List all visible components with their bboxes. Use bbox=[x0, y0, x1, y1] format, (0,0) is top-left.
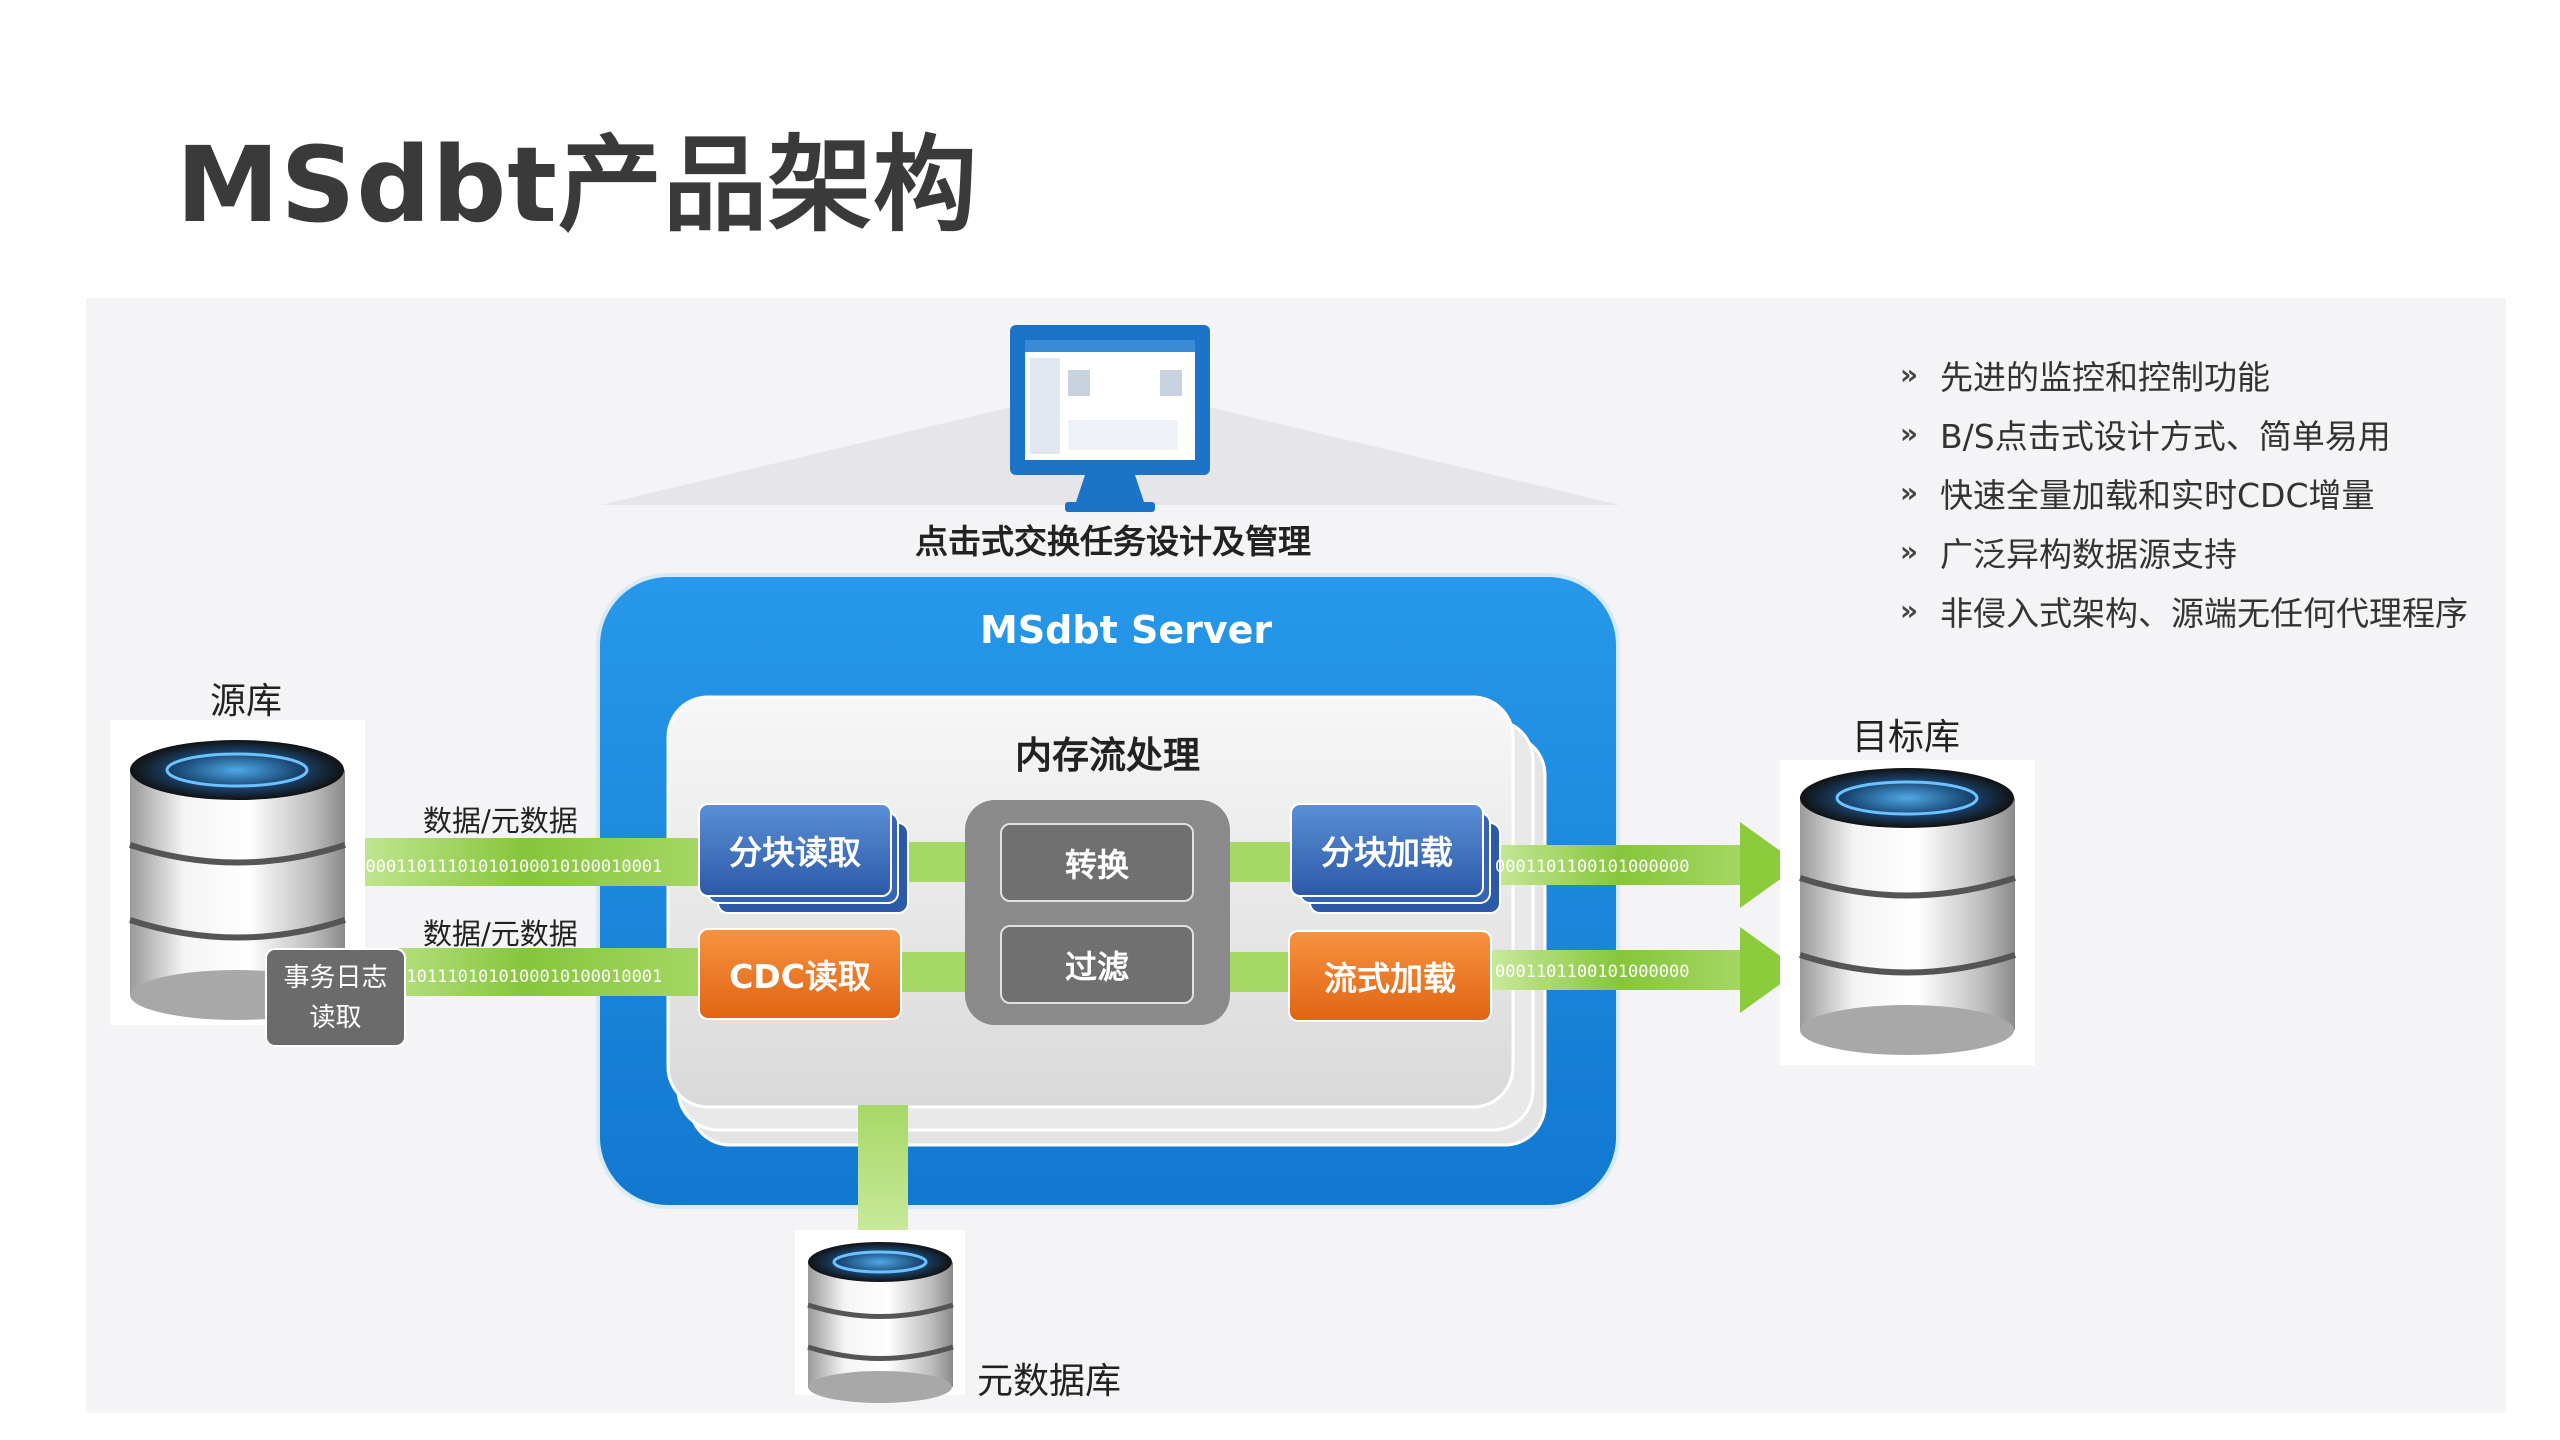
inner-flow-4 bbox=[1225, 952, 1290, 992]
flow-label-bottom: 数据/元数据 bbox=[423, 917, 578, 951]
inner-flow-3 bbox=[1225, 842, 1290, 882]
feature-item: » 先进的监控和控制功能 bbox=[1900, 345, 2468, 404]
console-monitor-icon bbox=[1010, 325, 1210, 512]
transform-box: 转换 bbox=[1000, 823, 1194, 902]
metadata-flow bbox=[858, 1105, 908, 1235]
feature-item: » B/S点击式设计方式、简单易用 bbox=[1900, 404, 2468, 463]
feature-text: B/S点击式设计方式、简单易用 bbox=[1940, 416, 2391, 456]
chevron-right-icon: » bbox=[1900, 535, 1919, 568]
target-db-label: 目标库 bbox=[1852, 717, 1961, 758]
metadata-db-icon bbox=[795, 1230, 965, 1403]
source-db-label: 源库 bbox=[210, 681, 283, 722]
target-db-icon bbox=[1780, 760, 2035, 1065]
feature-item: » 快速全量加载和实时CDC增量 bbox=[1900, 463, 2468, 522]
source-flow-top bbox=[340, 838, 710, 886]
feature-item: » 非侵入式架构、源端无任何代理程序 bbox=[1900, 581, 2468, 640]
chevron-right-icon: » bbox=[1900, 417, 1919, 450]
console-label: 点击式交换任务设计及管理 bbox=[915, 522, 1311, 561]
feature-item: » 广泛异构数据源支持 bbox=[1900, 522, 2468, 581]
binary-stream-out-bottom: 0001101100101000000 bbox=[1495, 962, 1689, 982]
flow-label-top: 数据/元数据 bbox=[423, 804, 578, 838]
binary-stream-bottom: 0000011011101010100010100010001 bbox=[345, 967, 662, 987]
chevron-right-icon: » bbox=[1900, 358, 1919, 391]
memory-label: 内存流处理 bbox=[1015, 734, 1200, 777]
filter-box: 过滤 bbox=[1000, 925, 1194, 1004]
feature-text: 广泛异构数据源支持 bbox=[1940, 534, 2237, 574]
binary-stream-top: 0000011011101010100010100010001 bbox=[345, 857, 662, 877]
stream-load-box: 流式加载 bbox=[1288, 930, 1492, 1022]
feature-text: 快速全量加载和实时CDC增量 bbox=[1940, 475, 2375, 515]
log-read-line1: 事务日志 bbox=[283, 962, 388, 993]
feature-text: 非侵入式架构、源端无任何代理程序 bbox=[1940, 593, 2468, 633]
log-read-badge: 事务日志 读取 bbox=[265, 948, 406, 1047]
metadata-db-label: 元数据库 bbox=[977, 1361, 1122, 1402]
block-read-box: 分块读取 bbox=[698, 803, 892, 897]
output-arrow-bottom bbox=[1490, 927, 1800, 1013]
feature-text: 先进的监控和控制功能 bbox=[1940, 357, 2270, 397]
chevron-right-icon: » bbox=[1900, 594, 1919, 627]
binary-stream-out-top: 0001101100101000000 bbox=[1495, 857, 1689, 877]
chevron-right-icon: » bbox=[1900, 476, 1919, 509]
cdc-read-box: CDC读取 bbox=[698, 928, 902, 1020]
page-title: MSdbt产品架构 bbox=[176, 124, 979, 246]
feature-list: » 先进的监控和控制功能 » B/S点击式设计方式、简单易用 » 快速全量加载和实时C… bbox=[1900, 345, 2468, 640]
block-load-box: 分块加载 bbox=[1290, 803, 1484, 897]
server-label: MSdbt Server bbox=[980, 608, 1273, 652]
log-read-line2: 读取 bbox=[309, 1002, 362, 1033]
output-arrow-top bbox=[1490, 822, 1800, 908]
